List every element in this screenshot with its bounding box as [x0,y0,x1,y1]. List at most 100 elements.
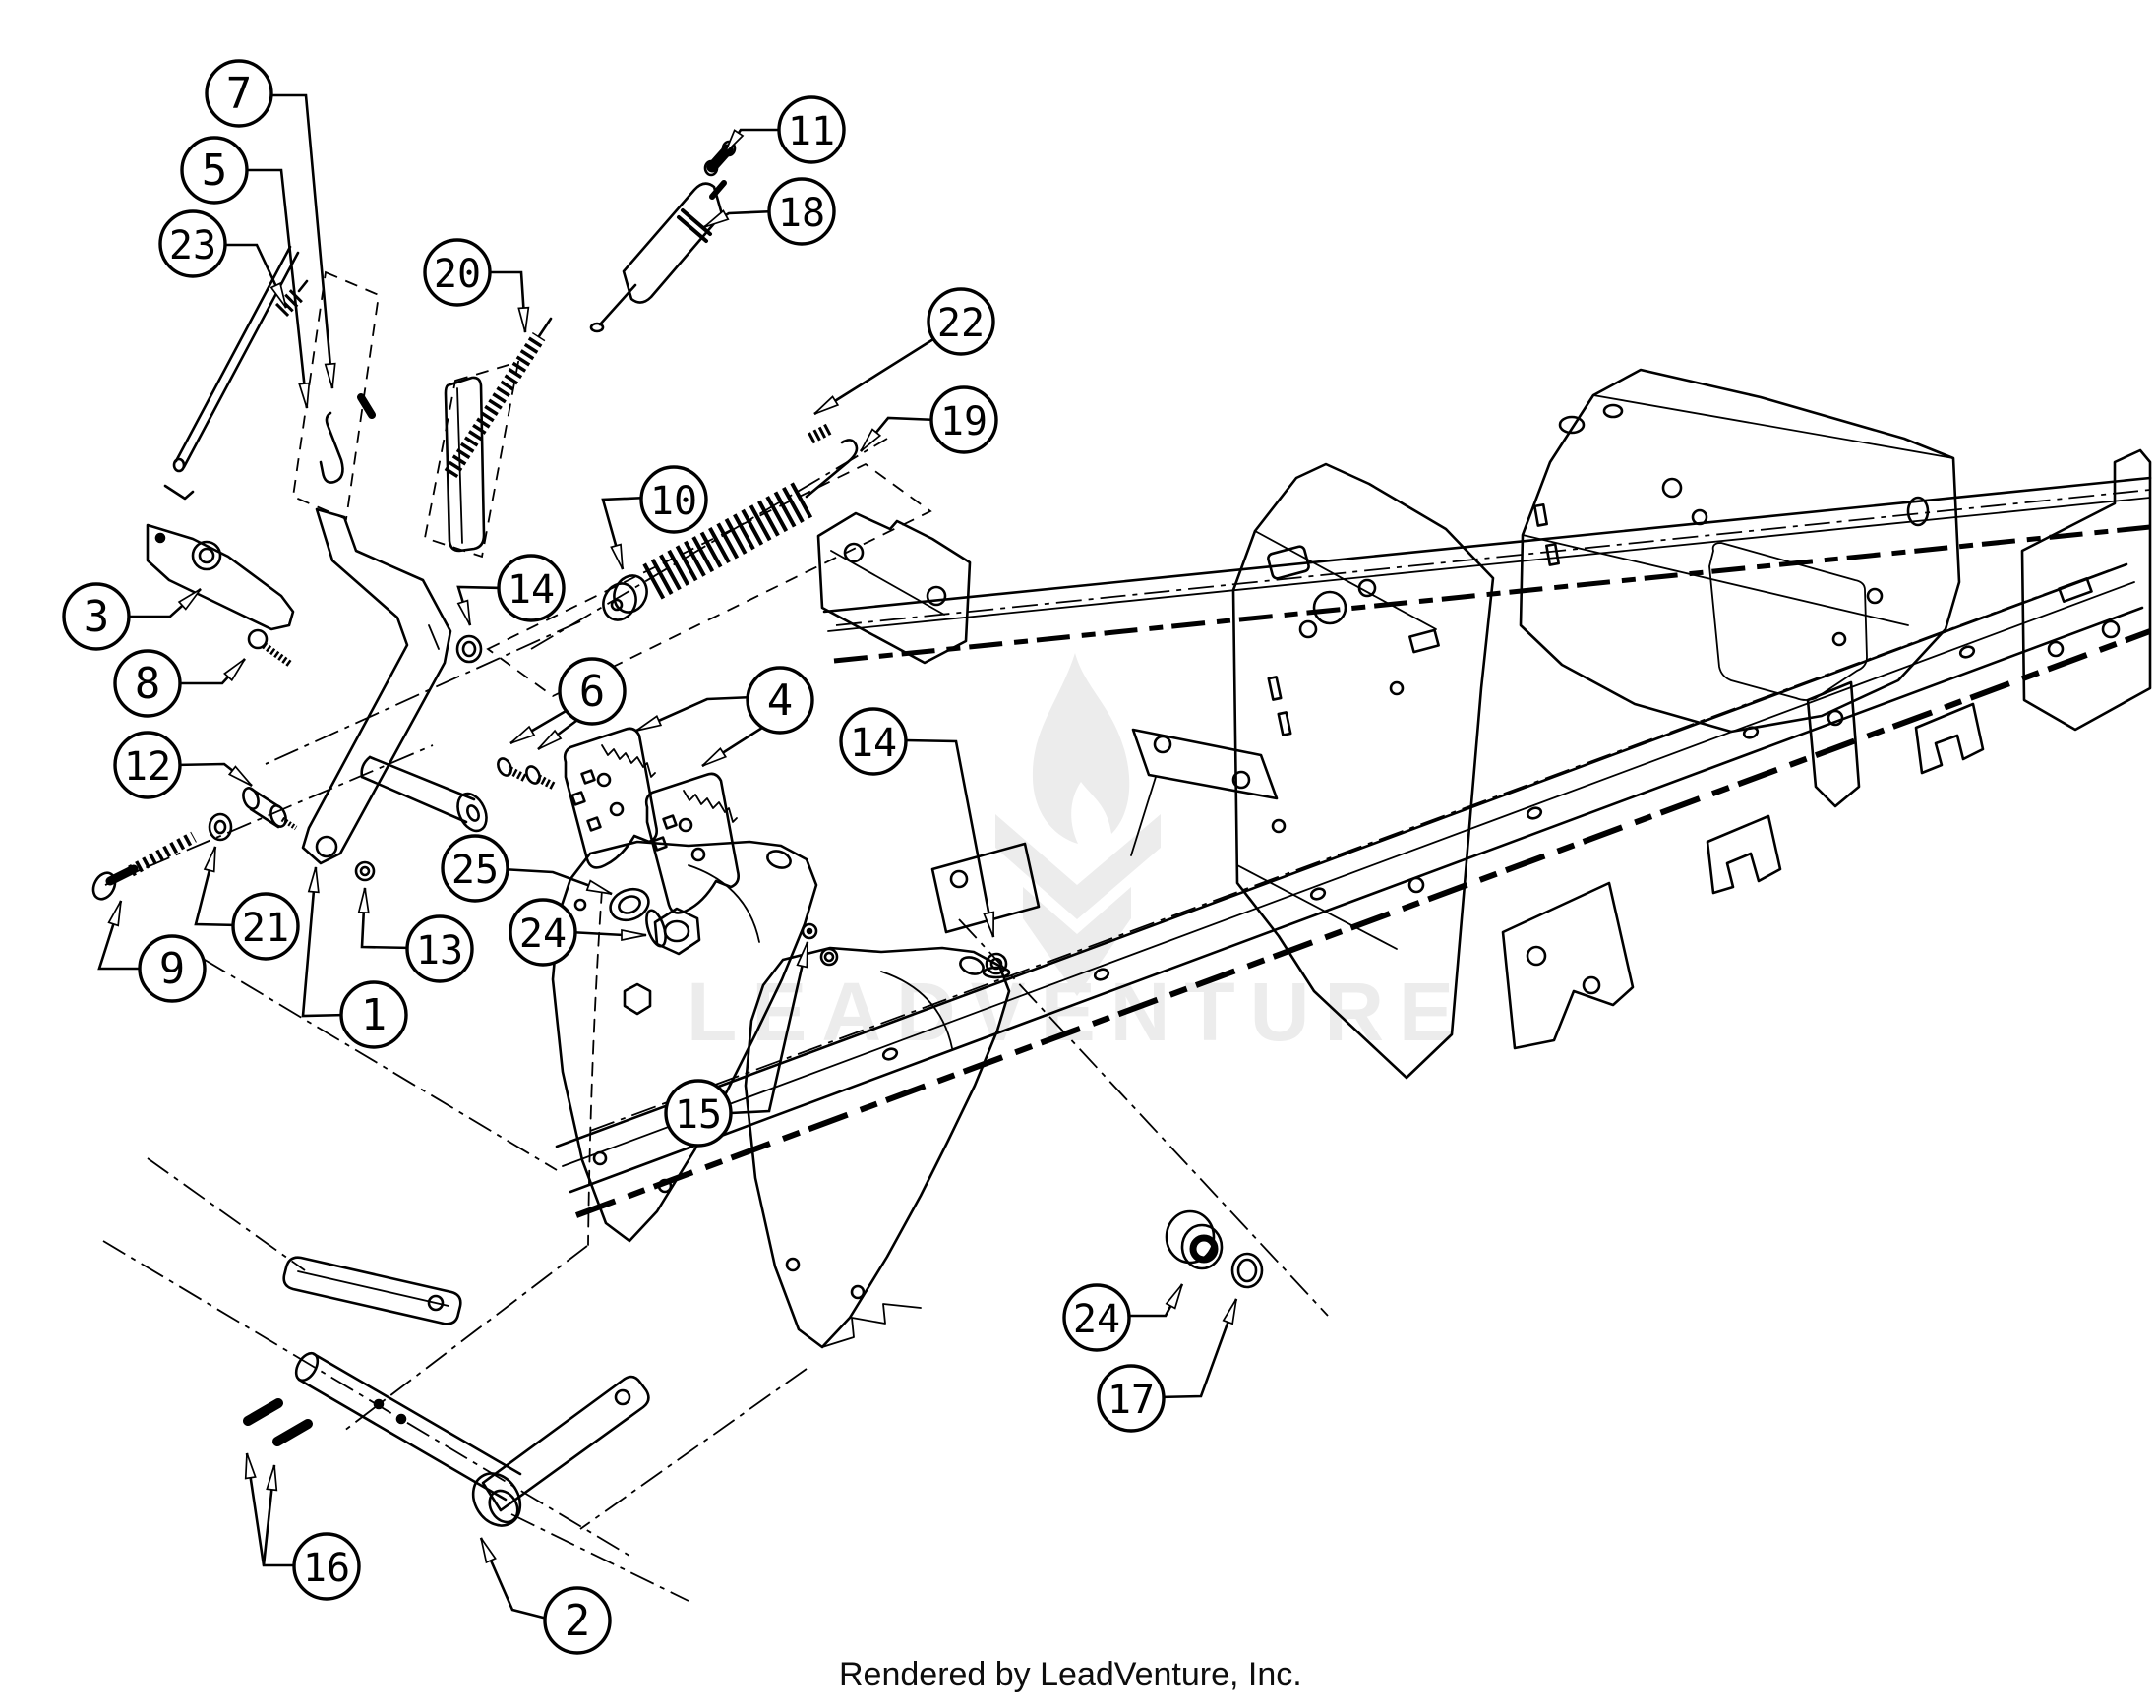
callout-3[interactable]: 3 [62,582,202,651]
callout-14[interactable]: 14 [839,707,995,938]
callout-6[interactable]: 6 [509,657,627,751]
callout-leader-line [456,585,506,626]
callout-12[interactable]: 12 [113,731,253,799]
phantom-centerlines [102,438,2151,1602]
callout-16[interactable]: 16 [244,1452,361,1601]
callout-balloon[interactable] [62,582,131,651]
callout-number: 22 [937,301,985,346]
callout-9[interactable]: 9 [97,900,207,1003]
callout-number: 10 [650,479,697,524]
serrated-plate-right [644,772,740,914]
watermark-text: LEADVENTURE [687,966,1468,1058]
callout-balloon[interactable] [231,892,300,961]
callout-balloon[interactable] [138,934,207,1003]
callout-18[interactable]: 18 [703,177,836,246]
callout-balloon[interactable] [113,649,182,718]
callout-number: 6 [579,667,606,717]
callout-leader-line [266,93,336,389]
callout-leader-line [219,243,288,309]
callout-leader-line [601,496,648,570]
callout-balloon[interactable] [746,666,814,735]
callout-10[interactable]: 10 [601,465,708,570]
callout-4[interactable]: 4 [635,666,814,768]
callout-leader-line [262,1464,278,1566]
callout-24[interactable]: 24 [509,898,647,967]
callout-21[interactable]: 21 [194,846,300,961]
callout-number: 11 [788,109,835,154]
callout-5[interactable]: 5 [180,136,311,409]
callout-number: 15 [675,1092,722,1138]
callout-balloon[interactable] [158,209,227,278]
callout-number: 14 [508,567,555,613]
callout-balloon[interactable] [777,95,846,164]
callout-balloon[interactable] [423,238,492,307]
callout-balloon[interactable] [1062,1283,1131,1352]
callout-balloon[interactable] [180,136,249,205]
callout-balloon[interactable] [839,707,908,776]
callout-balloon[interactable] [497,554,566,622]
callout-number: 8 [135,659,161,709]
callout-number: 19 [940,399,988,444]
callout-balloon[interactable] [292,1532,361,1601]
bracket-plate-front [551,840,818,1246]
callout-number: 9 [159,944,186,994]
callout-7[interactable]: 7 [205,59,336,389]
callout-14[interactable]: 14 [456,554,566,626]
callout-number: 18 [778,191,825,236]
callout-20[interactable]: 20 [423,238,530,333]
ring-and-flange-nut-art [609,887,701,956]
callout-number: 17 [1108,1378,1155,1423]
flame-logo-watermark [995,653,1161,996]
callout-leader-line [479,1537,552,1621]
callout-25[interactable]: 25 [441,834,613,903]
callout-number: 24 [1073,1297,1120,1342]
callout-13[interactable]: 13 [357,887,474,983]
callout-leader-line [1157,1298,1238,1399]
callout-balloon[interactable] [927,287,995,356]
callout-balloon[interactable] [1097,1364,1166,1433]
damper-art [444,140,737,479]
serrated-brackets-art [497,727,740,914]
frame-art [555,368,2152,1218]
callout-number: 12 [124,744,171,790]
callout-balloon[interactable] [664,1079,733,1148]
callout-leader-line [357,887,414,950]
callout-number: 24 [519,912,567,957]
callout-balloon[interactable] [929,385,998,454]
callout-leader-line [569,928,647,942]
callout-leader-line [301,866,348,1018]
callout-balloon[interactable] [558,657,627,726]
callout-17[interactable]: 17 [1097,1298,1238,1433]
callout-15[interactable]: 15 [664,941,809,1148]
callout-11[interactable]: 11 [723,95,846,164]
callout-23[interactable]: 23 [158,209,288,309]
callout-balloon[interactable] [441,834,509,903]
callout-leader-line [194,846,240,927]
callout-leader-line [635,695,754,733]
callout-1[interactable]: 1 [301,866,408,1049]
callout-leader-line [501,867,613,896]
callout-balloon[interactable] [339,980,408,1049]
callout-balloon[interactable] [639,465,708,534]
callout-2[interactable]: 2 [479,1537,612,1655]
callout-22[interactable]: 22 [813,287,995,416]
callout-leader-line [859,416,938,452]
callout-number: 2 [565,1596,591,1646]
tension-spring-art [602,423,859,621]
callout-8[interactable]: 8 [113,649,246,718]
callout-balloon[interactable] [767,177,836,246]
callout-balloon[interactable] [543,1586,612,1655]
lift-shaft-assembly-art [243,1256,650,1527]
callout-balloon[interactable] [205,59,273,128]
callout-24[interactable]: 24 [1062,1283,1184,1352]
callout-balloon[interactable] [405,914,474,983]
callout-leader-line [723,128,785,154]
callout-balloon[interactable] [113,731,182,799]
callout-leader-line [1123,1283,1184,1318]
callout-19[interactable]: 19 [859,385,998,454]
callout-leader-line [97,900,146,971]
callout-balloon[interactable] [509,898,577,967]
callout-leader-line [703,209,776,229]
